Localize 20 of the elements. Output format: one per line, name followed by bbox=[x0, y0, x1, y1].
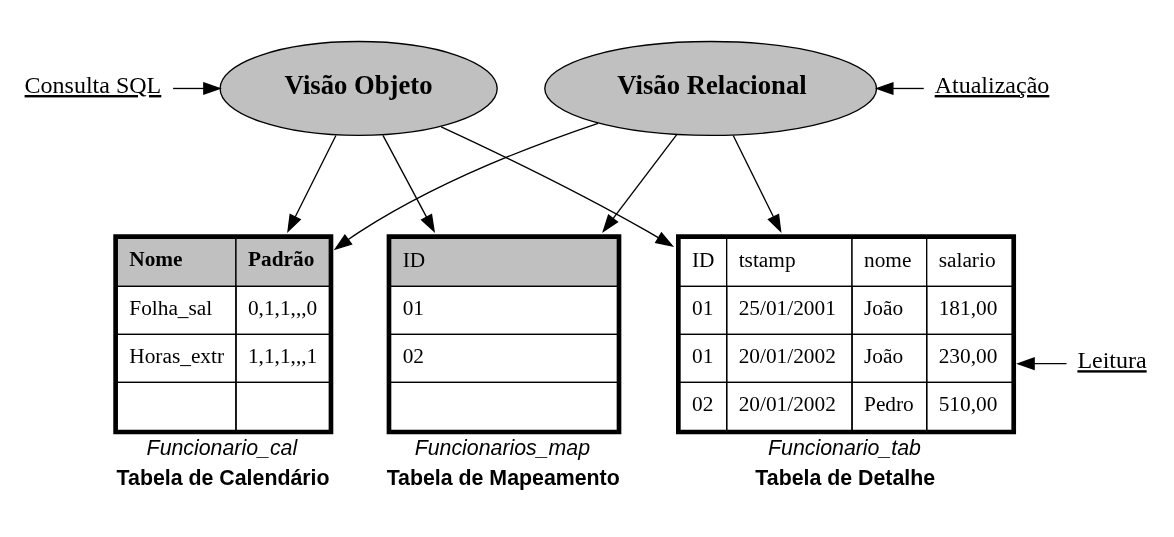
node-label: Funcionario_tab bbox=[768, 436, 921, 461]
arrow bbox=[172, 81, 222, 95]
node-label: Tabela de Mapeamento bbox=[386, 465, 620, 490]
node-ellipse: Visão Objeto bbox=[219, 40, 498, 137]
node-ellipse: Visão Relacional bbox=[544, 40, 878, 137]
node-text: Atualização bbox=[934, 72, 1050, 99]
arrow bbox=[440, 126, 675, 247]
arrow bbox=[287, 134, 337, 234]
arrow bbox=[333, 122, 599, 251]
node-text: Leitura bbox=[1077, 347, 1147, 374]
node-label: Funcionario_cal bbox=[146, 436, 298, 461]
node-label: Tabela de Detalhe bbox=[755, 465, 936, 490]
arrow bbox=[874, 81, 925, 95]
node-label: Tabela de Calendário bbox=[116, 465, 330, 490]
node-label: Funcionarios_map bbox=[414, 436, 591, 461]
arrow bbox=[602, 134, 678, 233]
arrow bbox=[732, 134, 782, 234]
arrow bbox=[1016, 357, 1068, 371]
arrow bbox=[382, 134, 436, 234]
node-text: Consulta SQL bbox=[24, 72, 162, 99]
